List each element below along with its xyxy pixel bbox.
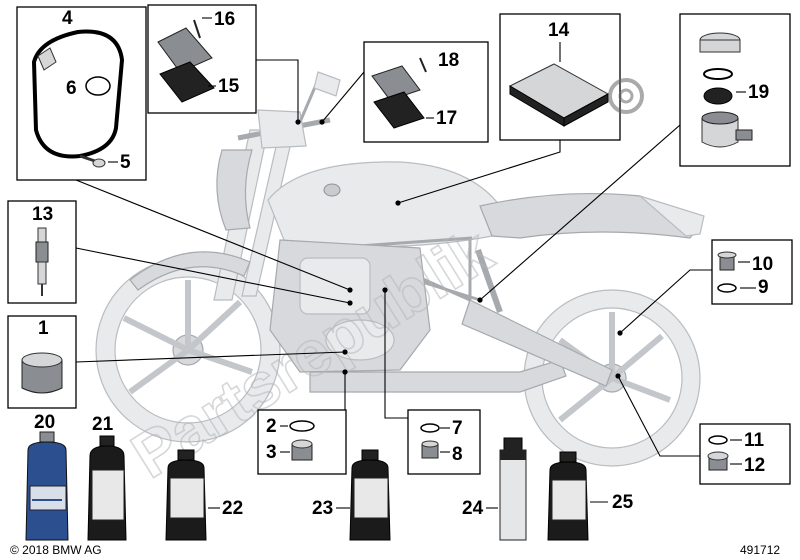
part-number-14[interactable]: 14 — [548, 20, 570, 41]
oil-bottle-21: 21 — [87, 414, 127, 541]
motorcycle-illustration — [95, 71, 705, 467]
callout-box-reservoir-cover-rear: 18 17 — [363, 41, 489, 143]
part-number-22[interactable]: 22 — [222, 498, 243, 519]
part-number-4[interactable]: 4 — [62, 8, 73, 29]
part-number-10[interactable]: 10 — [752, 254, 773, 275]
part-number-23[interactable]: 23 — [312, 498, 333, 519]
part-number-2[interactable]: 2 — [266, 416, 277, 437]
part-number-20[interactable]: 20 — [34, 412, 55, 433]
callout-box-sealing-ring: 7 8 — [407, 409, 481, 475]
callout-box-brake-reservoir: 19 — [679, 13, 791, 167]
callout-box-drain-plug-engine: 2 3 — [257, 409, 347, 475]
callout-box-cover-gasket: 4 6 5 — [16, 6, 147, 181]
callout-box-reservoir-cover-front: 16 15 — [147, 4, 257, 114]
part-number-7[interactable]: 7 — [452, 418, 463, 439]
part-number-9[interactable]: 9 — [758, 277, 769, 298]
callout-box-drain-plug-final: 11 12 — [699, 423, 791, 485]
fluid-bottle-25: 25 — [547, 451, 634, 541]
part-number-21[interactable]: 21 — [92, 414, 114, 435]
part-number-8[interactable]: 8 — [452, 444, 463, 465]
callout-box-oil-filter: 1 — [7, 315, 77, 409]
part-number-3[interactable]: 3 — [266, 442, 277, 463]
part-number-17[interactable]: 17 — [436, 108, 457, 129]
diagram-number: 491712 — [740, 543, 780, 557]
part-number-15[interactable]: 15 — [218, 76, 240, 97]
part-number-25[interactable]: 25 — [612, 492, 634, 513]
gear-icon — [608, 78, 644, 114]
leader-dots — [295, 119, 623, 379]
callout-box-spark-plug: 13 — [7, 200, 77, 304]
leader-lines — [75, 59, 712, 457]
oil-bottle-20: 20 — [25, 412, 69, 541]
part-number-19[interactable]: 19 — [748, 82, 769, 103]
part-number-13[interactable]: 13 — [32, 204, 53, 225]
fluid-bottle-23: 23 — [312, 449, 391, 541]
spray-can-24: 24 — [462, 437, 527, 541]
part-number-16[interactable]: 16 — [214, 9, 235, 30]
part-number-5[interactable]: 5 — [120, 152, 131, 173]
part-number-6[interactable]: 6 — [66, 78, 77, 99]
callout-box-air-filter: 14 — [499, 13, 644, 141]
fluid-bottle-22: 22 — [165, 449, 243, 541]
part-number-12[interactable]: 12 — [744, 455, 765, 476]
copyright-text: © 2018 BMW AG — [10, 543, 102, 557]
part-number-1[interactable]: 1 — [38, 318, 49, 339]
part-number-18[interactable]: 18 — [438, 50, 459, 71]
front-wheel — [95, 257, 281, 443]
part-number-24[interactable]: 24 — [462, 498, 484, 519]
callout-box-drain-plug-rear: 10 9 — [711, 239, 793, 305]
part-number-11[interactable]: 11 — [744, 430, 765, 451]
